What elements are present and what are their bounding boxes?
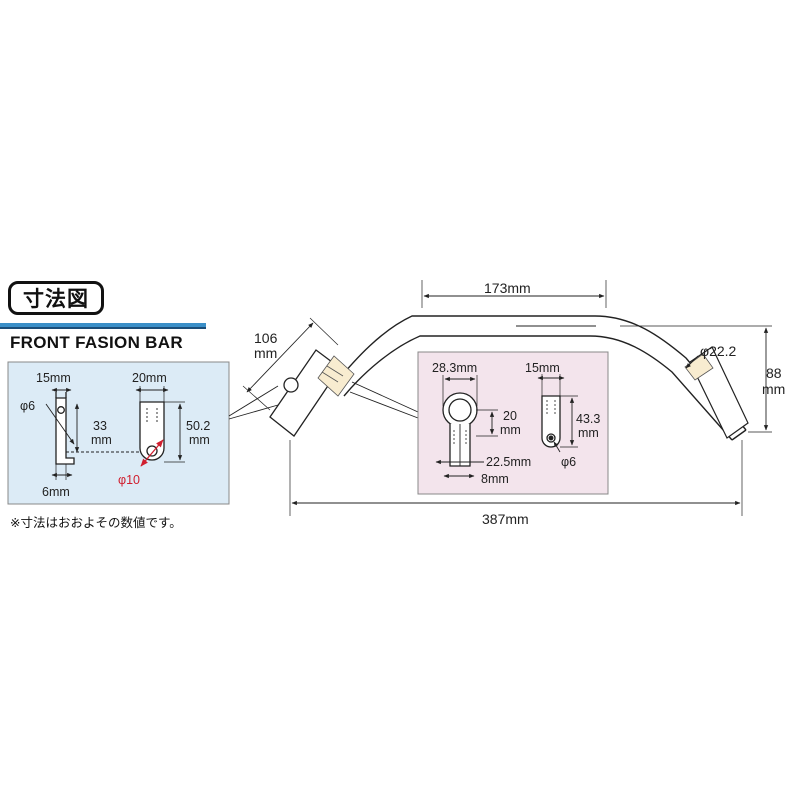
left-dim-33: 33 [93, 419, 107, 433]
right-dim-28-3mm: 28.3mm [432, 361, 477, 375]
main-dim-106: 106 [254, 330, 278, 346]
section-title: 寸法図 [23, 287, 89, 311]
right-dim-8mm: 8mm [481, 472, 509, 486]
right-dim-43-3-unit: mm [578, 426, 599, 440]
right-dim-20-unit: mm [500, 423, 521, 437]
right-dim-phi6: φ6 [561, 455, 576, 469]
right-dim-43-3: 43.3 [576, 412, 600, 426]
main-dim-phi22-2: φ22.2 [700, 343, 737, 359]
main-dim-88: 88 [766, 365, 782, 381]
product-name: FRONT FASION BAR [10, 333, 183, 352]
section-title-badge: 寸法図 [8, 281, 104, 315]
left-dim-20mm: 20mm [132, 371, 167, 385]
right-tube-end [684, 346, 749, 439]
left-dim-50-2: 50.2 [186, 419, 210, 433]
right-small-bracket [541, 395, 561, 448]
right-dim-22-5mm: 22.5mm [486, 455, 531, 469]
left-dim-6mm: 6mm [42, 485, 70, 499]
left-dim-phi10: φ10 [118, 473, 140, 487]
title-underline-dark [0, 327, 206, 329]
right-clamp-part [442, 392, 478, 467]
main-dim-106-unit: mm [254, 345, 277, 361]
right-dim-15mm: 15mm [525, 361, 560, 375]
main-dim-88-unit: mm [762, 381, 785, 397]
left-dim-phi6: φ6 [20, 399, 35, 413]
left-dim-33-unit: mm [91, 433, 112, 447]
left-detail-panel: 15mm 20mm φ6 33 mm 50.2 mm φ10 6mm [7, 361, 230, 505]
right-dim-20: 20 [503, 409, 517, 423]
left-dim-15mm: 15mm [36, 371, 71, 385]
title-underline [0, 323, 206, 327]
front-fashion-bar: 106 mm 173mm φ22.2 88 mm 387mm [242, 280, 785, 527]
approximate-values-note: ※寸法はおおよその数値です。 [10, 515, 182, 530]
left-bracket-front-view [139, 401, 165, 461]
right-detail-panel: 28.3mm 15mm 20 mm 43.3 mm 22.5mm φ6 8mm [417, 351, 609, 495]
left-mount-bracket [269, 349, 355, 437]
left-dim-50-2-unit: mm [189, 433, 210, 447]
main-dim-173mm: 173mm [484, 280, 531, 296]
main-dim-387mm: 387mm [482, 511, 529, 527]
